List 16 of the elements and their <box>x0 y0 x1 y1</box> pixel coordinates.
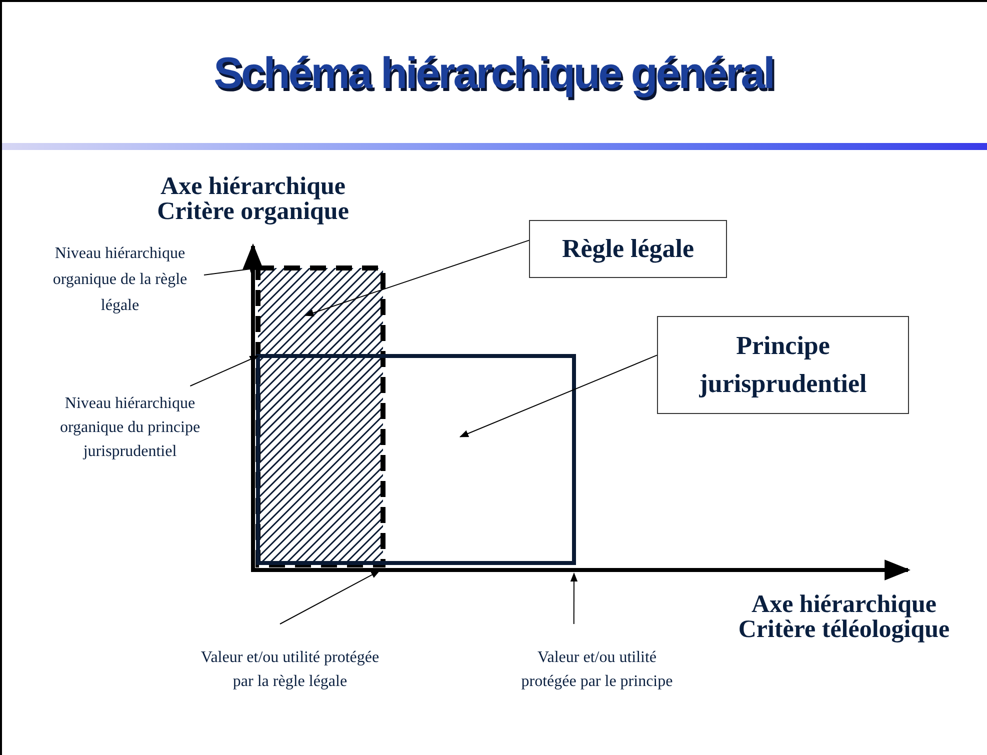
hatched-dashed-rectangle <box>258 268 383 565</box>
leader-arrow <box>304 240 530 316</box>
leader-arrow <box>570 572 578 624</box>
outlined-rectangle <box>258 356 574 563</box>
axis-label: Axe hiérarchique Critère organique <box>156 174 350 224</box>
annotation-text: Valeur et/ou utilité protégée par la règle légale <box>190 624 390 694</box>
label-box: Règle légale <box>529 220 727 278</box>
annotation-text: Niveau hiérarchique organique du principe jurisprudentiel <box>44 386 216 464</box>
leader-arrow <box>459 354 658 438</box>
leader-arrow <box>190 356 259 386</box>
slide-title: Schéma hiérarchique général <box>212 48 774 100</box>
axis-label: Axe hiérarchique Critère téléologique <box>737 592 951 642</box>
leader-arrow <box>280 570 380 624</box>
annotation-text: Niveau hiérarchique organique de la règle légale <box>36 238 204 322</box>
annotation-text: Valeur et/ou utilité protégée par le principe <box>508 624 686 694</box>
label-box: Principe jurisprudentiel <box>657 316 909 414</box>
